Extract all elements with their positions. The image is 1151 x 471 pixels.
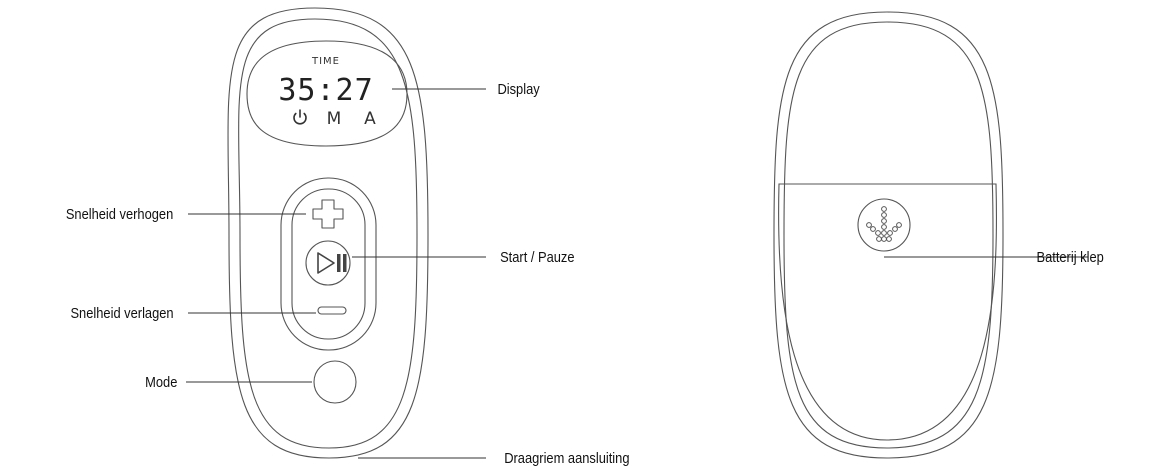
mode-button-circle — [313, 360, 357, 404]
lcd-time: 35:27 — [278, 73, 373, 108]
mode-button[interactable] — [313, 360, 357, 404]
start-pause-button[interactable] — [305, 240, 351, 286]
control-capsule-outer — [280, 177, 377, 351]
back-outer-shell — [773, 11, 1004, 459]
front-inner-shell — [238, 18, 418, 449]
back-inner-shell — [783, 21, 994, 449]
device-front: TIME 35:27 M A — [227, 7, 429, 459]
plus-icon — [312, 199, 344, 229]
label-speed-up: Snelheid verhogen — [66, 205, 173, 222]
minus-icon — [317, 306, 347, 315]
label-speed-down: Snelheid verlagen — [70, 304, 173, 321]
label-battery: Batterij klep — [1036, 248, 1104, 265]
lcd-window — [246, 40, 408, 147]
lcd-mode-auto: A — [364, 109, 376, 129]
battery-cover[interactable] — [778, 183, 998, 441]
battery-cover-outline — [778, 183, 998, 441]
power-icon — [293, 109, 307, 125]
label-display: Display — [497, 80, 539, 97]
unlock-arrow-icon — [866, 206, 902, 242]
front-outer-shell — [227, 7, 429, 459]
lcd-caption: TIME — [311, 56, 340, 67]
label-start-pause: Start / Pauze — [500, 248, 575, 265]
play-pause-icon — [317, 252, 347, 274]
lcd-mode-manual: M — [327, 109, 342, 129]
control-capsule-inner — [291, 188, 366, 340]
label-strap: Draagriem aansluiting — [504, 449, 629, 466]
battery-cover-latch — [857, 198, 911, 252]
start-pause-ring — [305, 240, 351, 286]
speed-down-button[interactable] — [317, 306, 347, 315]
speed-up-button[interactable] — [312, 199, 344, 229]
device-back — [773, 11, 1004, 459]
lcd-display: TIME 35:27 M A — [246, 40, 408, 147]
label-mode: Mode — [145, 373, 177, 390]
